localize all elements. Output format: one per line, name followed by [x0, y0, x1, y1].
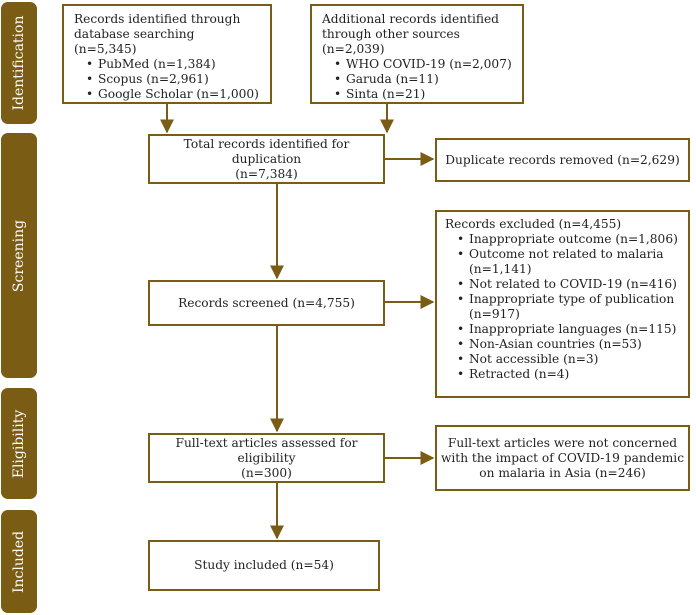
- duplicates-removed-label: Duplicate records removed (n=2,629): [445, 152, 680, 167]
- other-sources-line1: Additional records identified: [322, 12, 499, 26]
- list-item: WHO COVID-19 (n=2,007): [334, 57, 512, 72]
- fulltext-excluded-line1: Full-text articles were not concerned: [447, 435, 678, 450]
- duplicates-removed-box: Duplicate records removed (n=2,629): [435, 138, 690, 182]
- list-item: Inappropriate type of publication (n=917…: [457, 292, 680, 322]
- phase-eligibility: Eligibility: [1, 388, 37, 499]
- list-item: Inappropriate languages (n=115): [457, 322, 680, 337]
- fulltext-assessed-box: Full-text articles assessed for eligibil…: [148, 433, 385, 483]
- total-records-line2: (n=7,384): [235, 166, 298, 181]
- list-item: Sinta (n=21): [334, 87, 512, 102]
- phase-identification: Identification: [1, 2, 37, 124]
- list-item: PubMed (n=1,384): [86, 57, 260, 72]
- list-item: Not accessible (n=3): [457, 352, 680, 367]
- list-item: Scopus (n=2,961): [86, 72, 260, 87]
- records-screened-label: Records screened (n=4,755): [178, 295, 355, 310]
- records-screened-box: Records screened (n=4,755): [148, 280, 385, 326]
- other-sources-line2: through other sources (n=2,039): [322, 27, 460, 56]
- fulltext-assessed-line2: (n=300): [241, 465, 292, 480]
- phase-included: Included: [1, 510, 37, 613]
- other-source-list: WHO COVID-19 (n=2,007) Garuda (n=11) Sin…: [322, 57, 512, 102]
- database-search-box: Records identified through database sear…: [62, 4, 272, 104]
- other-sources-box: Additional records identified through ot…: [310, 4, 524, 104]
- list-item: Google Scholar (n=1,000): [86, 87, 260, 102]
- records-excluded-box: Records excluded (n=4,455) Inappropriate…: [435, 210, 690, 398]
- exclusion-reason-list: Inappropriate outcome (n=1,806) Outcome …: [445, 232, 680, 382]
- database-search-line2: database searching (n=5,345): [74, 27, 195, 56]
- fulltext-excluded-line2: with the impact of COVID-19 pandemic: [440, 450, 685, 465]
- database-search-line1: Records identified through: [74, 12, 241, 26]
- fulltext-excluded-box: Full-text articles were not concerned wi…: [435, 425, 690, 491]
- fulltext-assessed-line1: Full-text articles assessed for eligibil…: [175, 435, 358, 465]
- list-item: Inappropriate outcome (n=1,806): [457, 232, 680, 247]
- fulltext-excluded-line3: on malaria in Asia (n=246): [479, 465, 646, 480]
- list-item: Not related to COVID-19 (n=416): [457, 277, 680, 292]
- total-records-box: Total records identified for duplication…: [148, 134, 385, 184]
- list-item: Garuda (n=11): [334, 72, 512, 87]
- study-included-box: Study included (n=54): [148, 540, 380, 591]
- list-item: Non-Asian countries (n=53): [457, 337, 680, 352]
- records-excluded-header: Records excluded (n=4,455): [445, 217, 622, 231]
- study-included-label: Study included (n=54): [194, 558, 334, 572]
- phase-screening: Screening: [1, 133, 37, 378]
- list-item: Retracted (n=4): [457, 367, 680, 382]
- total-records-line1: Total records identified for duplication: [183, 136, 350, 166]
- database-source-list: PubMed (n=1,384) Scopus (n=2,961) Google…: [74, 57, 260, 102]
- list-item: Outcome not related to malaria (n=1,141): [457, 247, 680, 277]
